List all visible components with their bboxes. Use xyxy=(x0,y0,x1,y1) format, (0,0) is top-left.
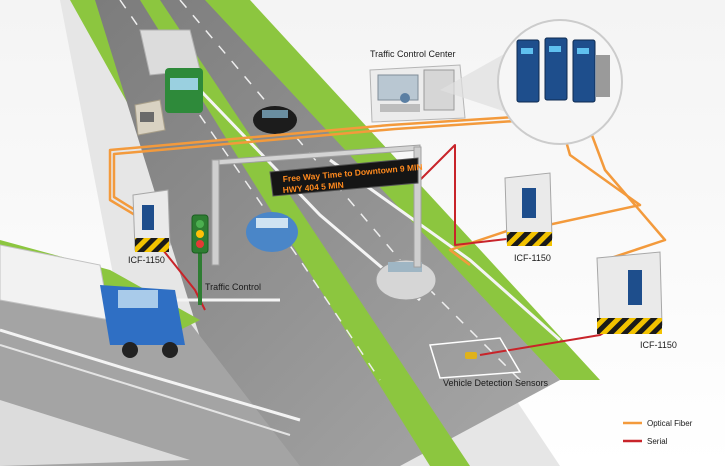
icf-device-icon xyxy=(572,39,596,103)
black-car xyxy=(253,106,297,134)
white-truck xyxy=(139,29,203,113)
icf-left-label: ICF-1150 xyxy=(128,255,165,265)
road-surface xyxy=(95,0,560,466)
median-strip xyxy=(140,0,470,466)
legend: Optical Fiber Serial xyxy=(623,419,693,446)
icf-cabinet-right: ICF-1150 xyxy=(596,251,677,350)
guard-rail xyxy=(0,328,301,422)
green-truck-cab xyxy=(165,68,203,113)
roadside-booth xyxy=(134,99,166,136)
silver-car xyxy=(375,259,437,301)
icf-right-label: ICF-1150 xyxy=(640,340,677,350)
legend-optical-label: Optical Fiber xyxy=(647,419,693,428)
icf-cabinet-left: ICF-1150 xyxy=(128,189,171,265)
traffic-control-center: Traffic Control Center xyxy=(369,49,466,123)
guard-rail xyxy=(0,344,291,436)
vehicles xyxy=(0,29,437,358)
blue-semi-truck xyxy=(0,244,185,358)
device-zoom-bubble xyxy=(440,19,623,145)
icf-middle-label: ICF-1150 xyxy=(514,253,551,263)
sidewalk xyxy=(0,400,190,466)
legend-serial-label: Serial xyxy=(647,437,668,446)
traffic-control-label: Traffic Control xyxy=(205,282,261,292)
icf-cabinet-middle: ICF-1150 xyxy=(504,172,553,263)
vehicle-sensors-label: Vehicle Detection Sensors xyxy=(443,378,549,388)
blue-car xyxy=(246,212,298,252)
vehicle-detection-sensor: Vehicle Detection Sensors xyxy=(429,337,549,388)
traffic-light xyxy=(191,214,209,305)
message-board xyxy=(269,157,419,197)
icf-device-icon xyxy=(516,39,540,103)
overhead-sign-gantry: Free Way Time to Downtown 9 MIN HWY 404 … xyxy=(211,144,423,268)
icf-device-icon xyxy=(544,37,568,101)
control-center-label: Traffic Control Center xyxy=(370,49,456,59)
